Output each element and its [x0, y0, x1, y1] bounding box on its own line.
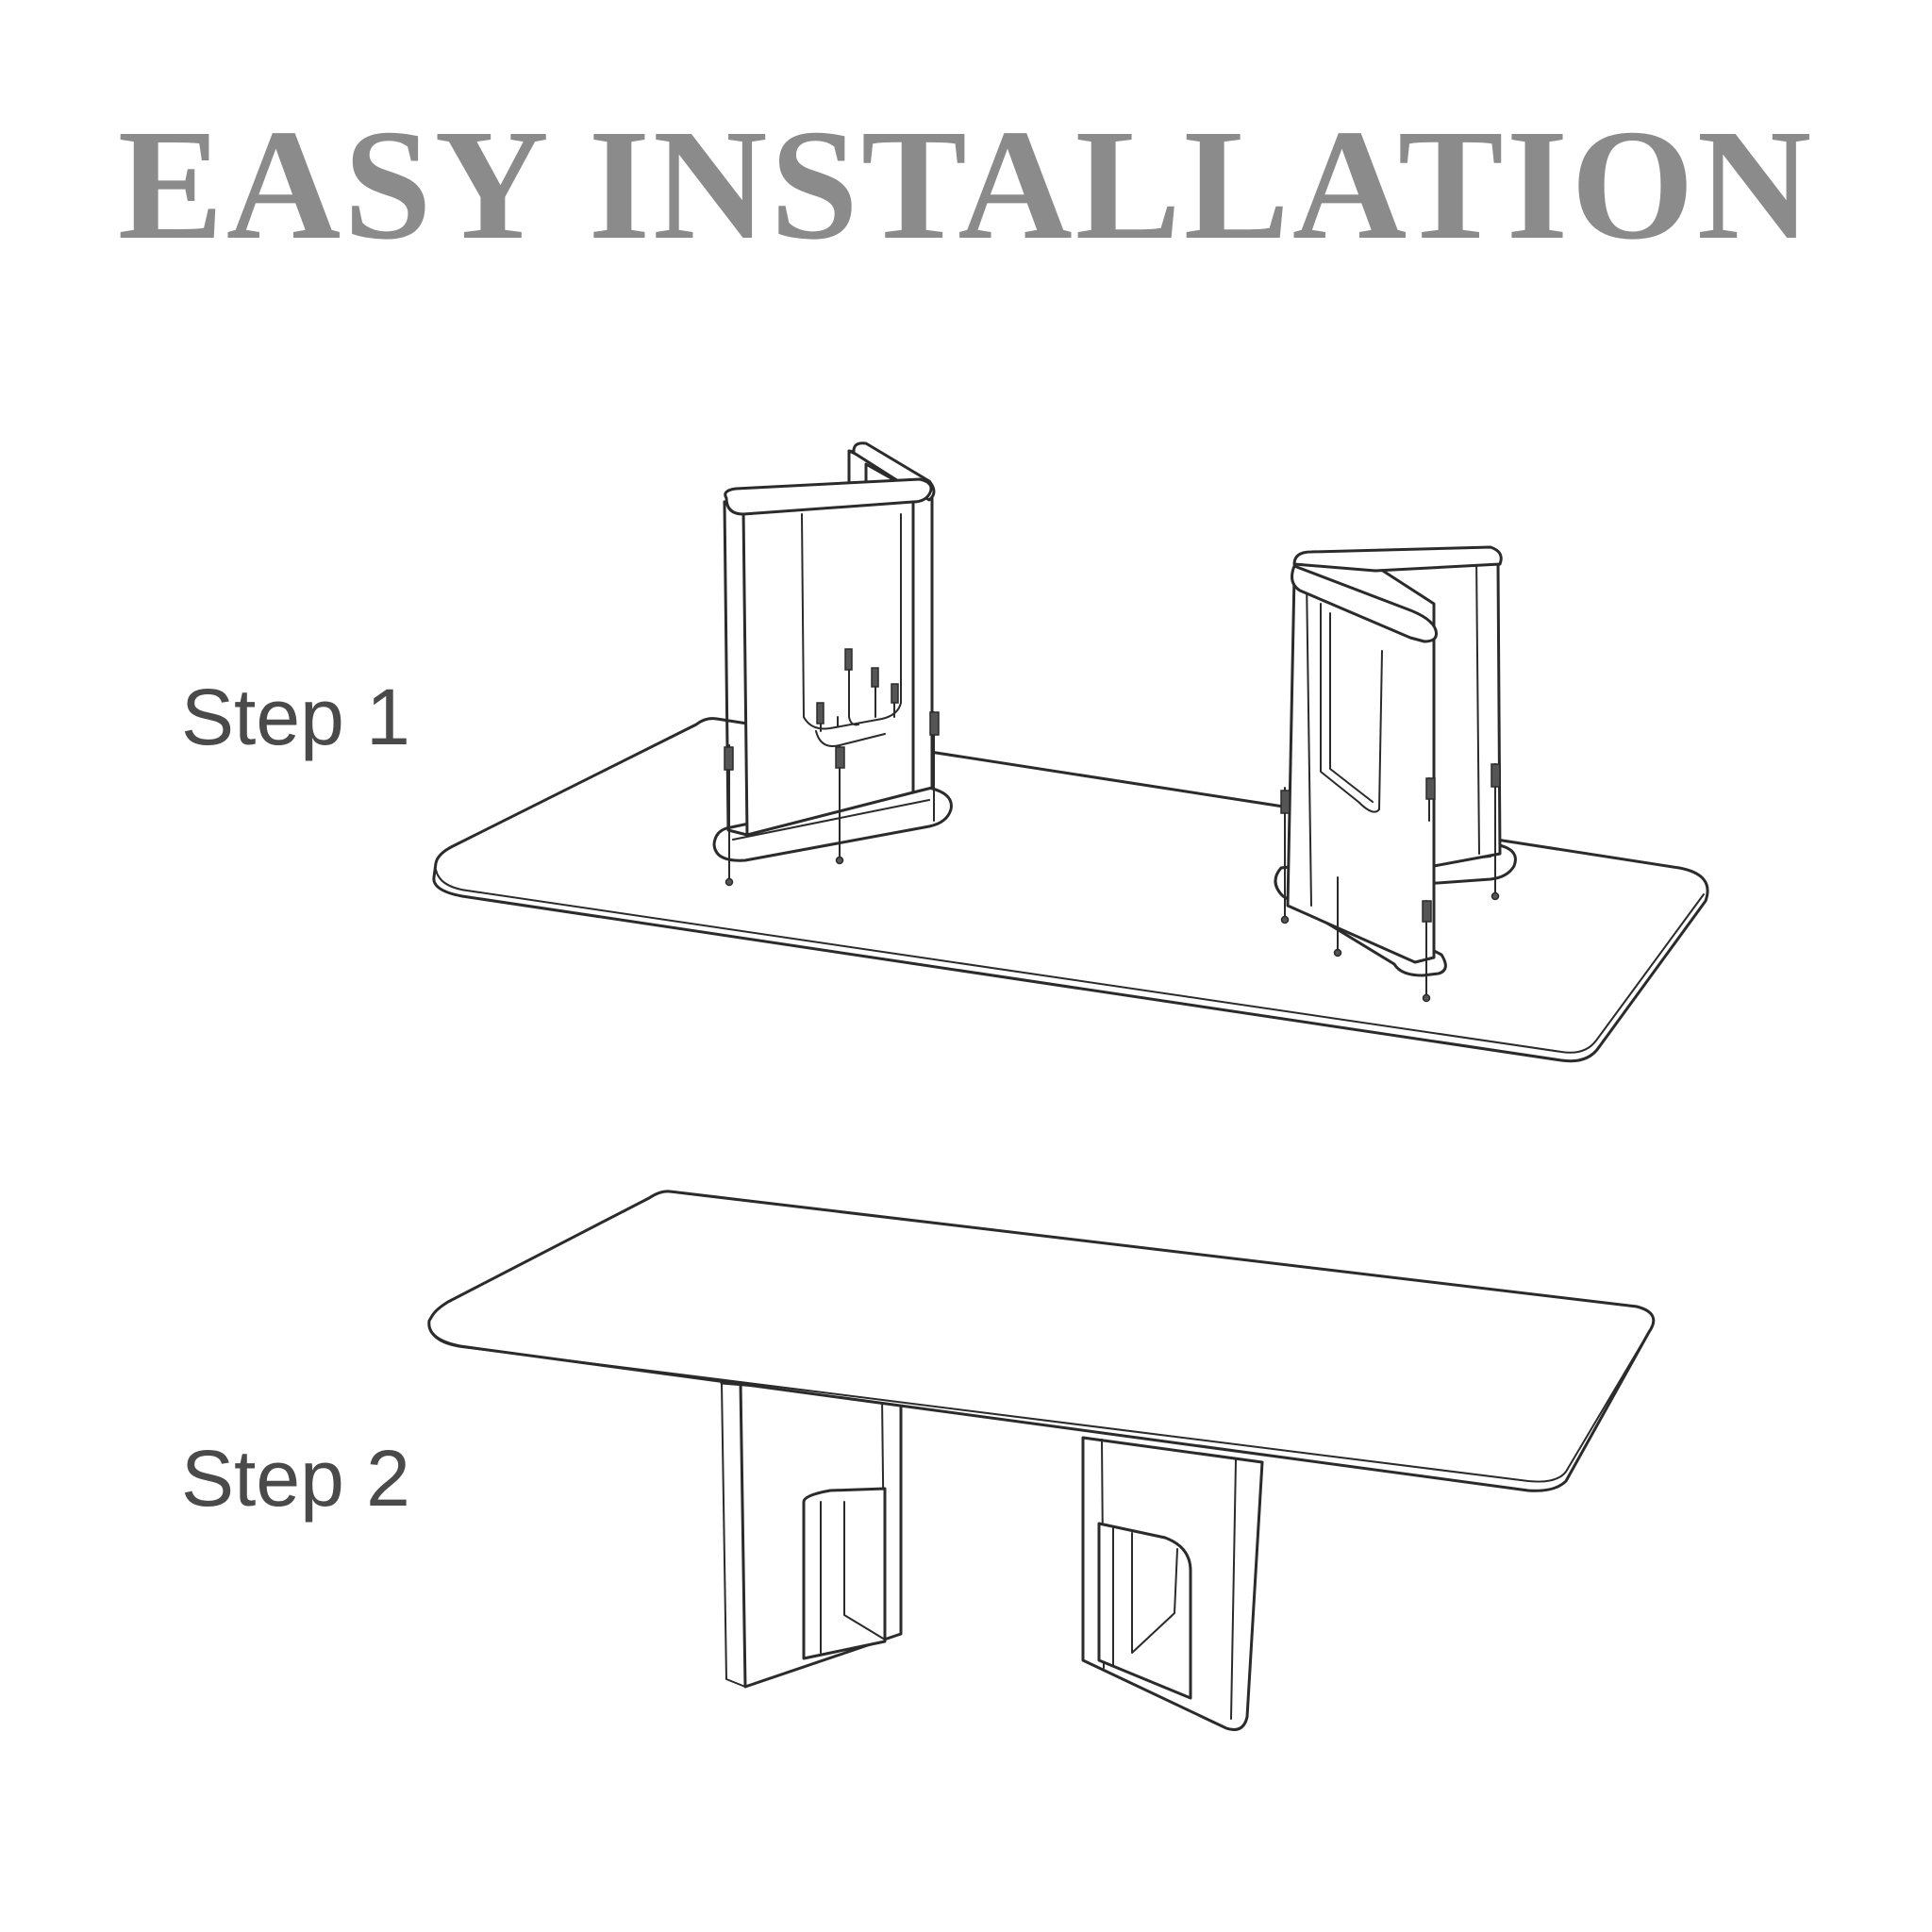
step-1-left-leg: [712, 441, 953, 887]
step-2-illustration: [427, 1190, 1656, 1731]
step-1-illustration: [432, 441, 1709, 1063]
page-title: EASY INSTALLATION: [117, 97, 1815, 273]
step-2-right-leg: [1081, 1436, 1264, 1731]
step-2-label: Step 2: [181, 1434, 410, 1523]
step-1-label: Step 1: [181, 673, 410, 761]
step-1-right-leg: [1274, 545, 1517, 1003]
step-2-left-leg: [720, 1381, 903, 1689]
step-1-tabletop: [432, 717, 1709, 1063]
step-2-tabletop: [427, 1190, 1656, 1492]
